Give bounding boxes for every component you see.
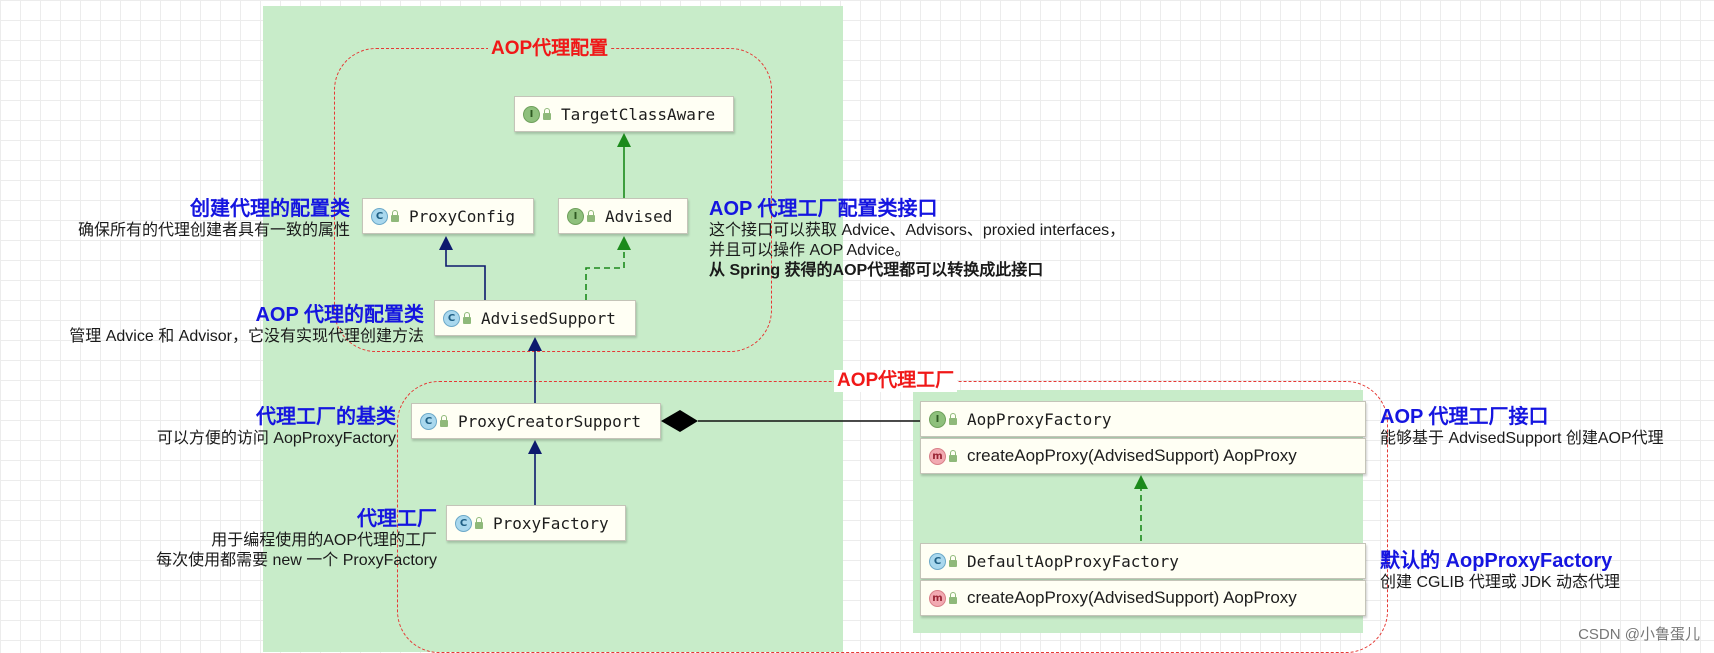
annotation-proxycreatorsupport: 代理工厂的基类 可以方便的访问 AopProxyFactory xyxy=(157,406,396,449)
annotation-title: 代理工厂的基类 xyxy=(256,406,396,428)
interface-badge-icon: I xyxy=(929,410,946,428)
arrowhead-advised xyxy=(617,236,631,250)
class-badge-icon: C xyxy=(371,207,388,225)
class-badge-icon: C xyxy=(929,552,946,570)
annotation-title: 默认的 AopProxyFactory xyxy=(1380,550,1613,572)
annotation-desc: 可以方便的访问 AopProxyFactory xyxy=(156,430,396,447)
annotation-desc: 并且可以操作 AOP Advice。 xyxy=(709,242,911,259)
interface-badge-icon: I xyxy=(567,207,584,225)
node-defaultaopproxyfactory-method[interactable]: m createAopProxy(AdvisedSupport) AopProx… xyxy=(920,580,1366,616)
annotation-advisedsupport: AOP 代理的配置类 管理 Advice 和 Advisor，它没有实现代理创建… xyxy=(69,304,424,347)
annotation-desc: 这个接口可以获取 Advice、Advisors、proxied interfa… xyxy=(709,222,1126,239)
edge-advisedsupport-to-advised xyxy=(585,250,625,300)
lock-icon xyxy=(587,209,595,222)
annotation-title: AOP 代理工厂配置类接口 xyxy=(709,198,938,220)
method-label: createAopProxy(AdvisedSupport) AopProxy xyxy=(967,588,1297,607)
node-proxyfactory[interactable]: C ProxyFactory xyxy=(446,505,626,541)
lock-icon xyxy=(440,414,448,427)
node-label: AopProxyFactory xyxy=(967,409,1112,429)
annotation-desc: 确保所有的代理创建者具有一致的属性 xyxy=(77,222,350,239)
lock-icon xyxy=(949,412,957,425)
aop-factory-region-title: AOP代理工厂 xyxy=(834,370,958,392)
annotation-defaultaopproxyfactory: 默认的 AopProxyFactory 创建 CGLIB 代理或 JDK 动态代… xyxy=(1380,550,1620,593)
method-badge-icon: m xyxy=(929,447,946,465)
node-defaultaopproxyfactory[interactable]: C DefaultAopProxyFactory xyxy=(920,543,1366,579)
method-badge-icon: m xyxy=(929,589,946,607)
annotation-advised: AOP 代理工厂配置类接口 这个接口可以获取 Advice、Advisors、p… xyxy=(709,198,1125,281)
node-proxyconfig[interactable]: C ProxyConfig xyxy=(362,198,534,234)
class-badge-icon: C xyxy=(455,514,472,532)
annotation-proxyfactory: 代理工厂 用于编程使用的AOP代理的工厂 每次使用都需要 new 一个 Prox… xyxy=(156,508,437,571)
class-badge-icon: C xyxy=(443,309,460,327)
arrowhead-advisedsupport xyxy=(528,337,542,351)
annotation-desc: 从 Spring 获得的AOP代理都可以转换成此接口 xyxy=(709,262,1044,279)
class-badge-icon: C xyxy=(420,412,437,430)
annotation-desc: 管理 Advice 和 Advisor，它没有实现代理创建方法 xyxy=(69,328,424,345)
lock-icon xyxy=(475,516,483,529)
lock-icon xyxy=(463,311,471,324)
node-label: ProxyConfig xyxy=(409,206,515,226)
annotation-title: AOP 代理的配置类 xyxy=(255,304,424,326)
node-proxycreatorsupport[interactable]: C ProxyCreatorSupport xyxy=(411,403,661,439)
interface-badge-icon: I xyxy=(523,105,540,123)
watermark: CSDN @小鲁蛋儿 xyxy=(1578,626,1700,643)
composition-diamond xyxy=(661,410,698,432)
node-label: ProxyCreatorSupport xyxy=(458,411,642,431)
node-label: DefaultAopProxyFactory xyxy=(967,551,1179,571)
arrowhead-proxyconfig xyxy=(439,236,453,250)
edge-advisedsupport-to-proxyconfig xyxy=(445,249,486,300)
annotation-desc: 能够基于 AdvisedSupport 创建AOP代理 xyxy=(1380,430,1664,447)
annotation-title: AOP 代理工厂接口 xyxy=(1380,406,1549,428)
method-label: createAopProxy(AdvisedSupport) AopProxy xyxy=(967,446,1297,465)
node-targetclassaware[interactable]: I TargetClassAware xyxy=(514,96,734,132)
node-label: TargetClassAware xyxy=(561,104,716,124)
annotation-title: 创建代理的配置类 xyxy=(190,198,350,220)
arrowhead-aopproxyfactory xyxy=(1134,475,1148,489)
annotation-title: 代理工厂 xyxy=(357,508,437,530)
arrowhead-proxycreatorsupport xyxy=(528,440,542,454)
lock-icon xyxy=(949,591,957,604)
lock-icon xyxy=(391,209,399,222)
node-aopproxyfactory[interactable]: I AopProxyFactory xyxy=(920,401,1366,437)
lock-icon xyxy=(949,449,957,462)
aop-config-region-title: AOP代理配置 xyxy=(488,38,612,60)
annotation-desc: 用于编程使用的AOP代理的工厂 xyxy=(211,532,437,549)
node-advisedsupport[interactable]: C AdvisedSupport xyxy=(434,300,636,336)
node-label: Advised xyxy=(605,206,673,226)
annotation-desc: 每次使用都需要 new 一个 ProxyFactory xyxy=(156,552,437,569)
annotation-desc: 创建 CGLIB 代理或 JDK 动态代理 xyxy=(1380,574,1621,591)
arrowhead-targetclassaware xyxy=(617,133,631,147)
node-label: ProxyFactory xyxy=(493,513,609,533)
lock-icon xyxy=(949,554,957,567)
lock-icon xyxy=(543,107,551,120)
annotation-aopproxyfactory: AOP 代理工厂接口 能够基于 AdvisedSupport 创建AOP代理 xyxy=(1380,406,1664,449)
node-label: AdvisedSupport xyxy=(481,308,616,328)
node-advised[interactable]: I Advised xyxy=(558,198,688,234)
annotation-proxyconfig: 创建代理的配置类 确保所有的代理创建者具有一致的属性 xyxy=(78,198,350,241)
node-aopproxyfactory-method[interactable]: m createAopProxy(AdvisedSupport) AopProx… xyxy=(920,438,1366,474)
